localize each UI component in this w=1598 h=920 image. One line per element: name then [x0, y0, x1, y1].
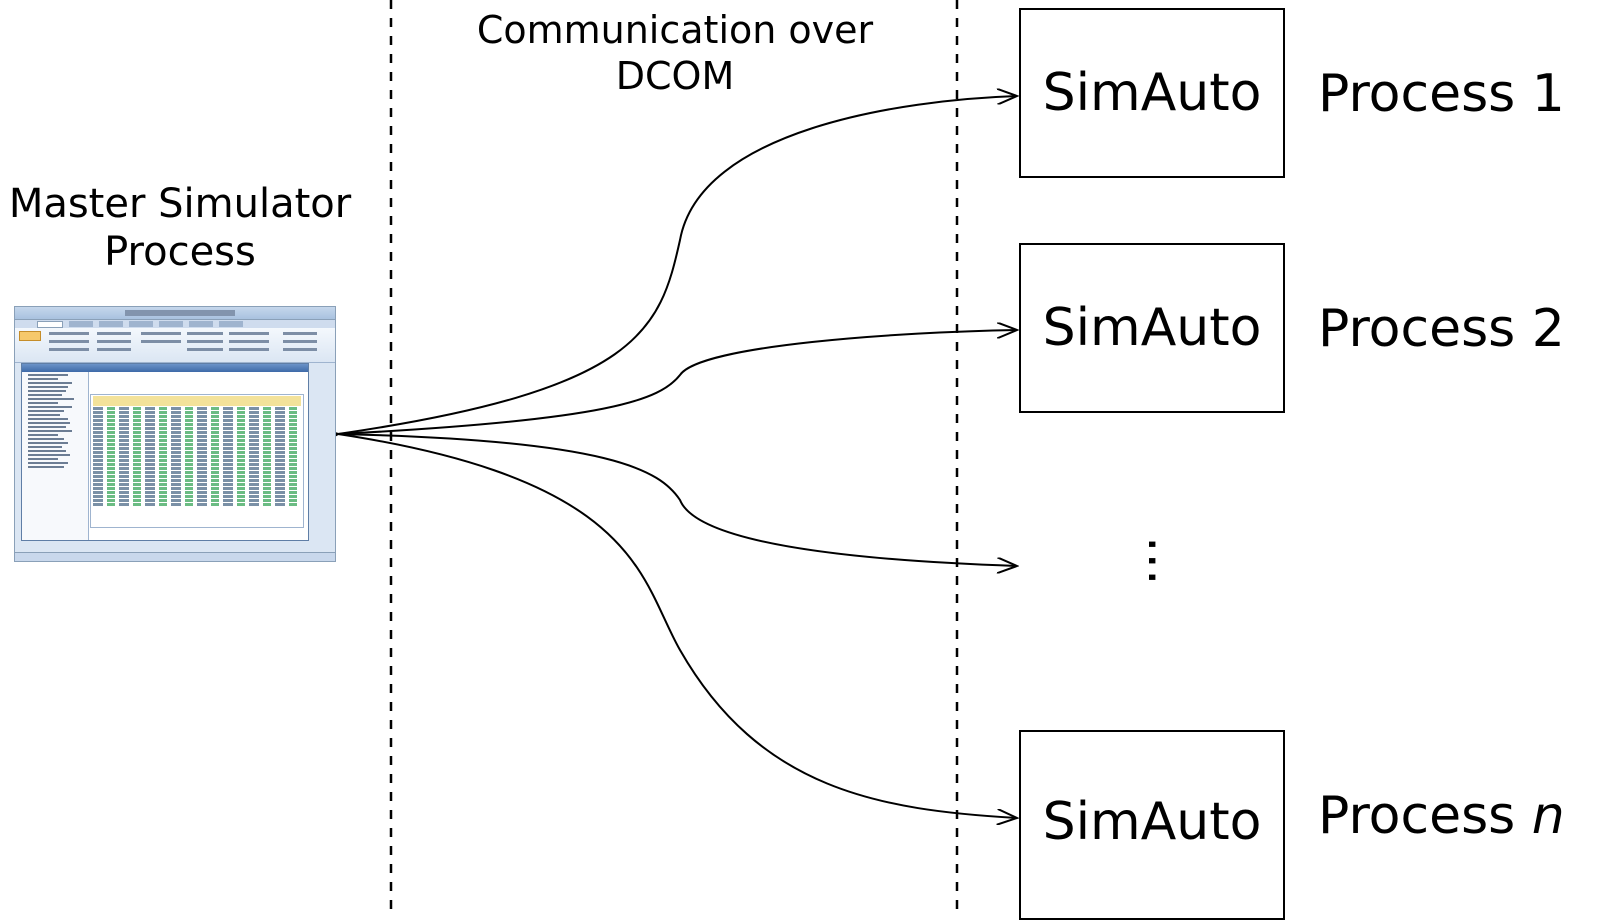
simauto-label-n: SimAuto	[1042, 792, 1262, 852]
app-model-explorer-window	[21, 363, 309, 541]
process-label-1-suffix: 1	[1531, 64, 1565, 124]
arrow-to-process-n	[337, 433, 1017, 818]
process-label-n-suffix: n	[1531, 786, 1565, 846]
master-label-line-2: Process	[104, 229, 256, 275]
process-label-n: Process n	[1318, 786, 1565, 846]
master-simulator-label: Master Simulator Process	[0, 180, 360, 276]
process-label-2-suffix: 2	[1531, 299, 1565, 359]
app-data-grid	[90, 394, 304, 528]
simauto-label-1: SimAuto	[1042, 63, 1262, 123]
process-label-1: Process 1	[1318, 64, 1565, 124]
app-explorer-tree	[22, 372, 89, 540]
app-title-bar	[15, 307, 335, 320]
simauto-label-2: SimAuto	[1042, 298, 1262, 358]
simauto-box-n: SimAuto	[1019, 730, 1285, 920]
communication-label-line-1: Communication over	[476, 8, 874, 52]
arrow-to-ellipsis	[337, 433, 1017, 566]
simauto-box-2: SimAuto	[1019, 243, 1285, 413]
simauto-box-1: SimAuto	[1019, 8, 1285, 178]
app-ribbon	[15, 328, 335, 363]
master-label-line-1: Master Simulator	[8, 181, 352, 227]
process-label-1-prefix: Process	[1318, 64, 1532, 124]
more-processes-ellipsis: ...	[1136, 536, 1196, 586]
simulator-app-screenshot	[14, 306, 336, 562]
app-ribbon-tabs	[15, 320, 335, 328]
communication-label: Communication over DCOM	[440, 8, 910, 99]
arrow-to-process-1	[338, 96, 1017, 434]
arrow-to-process-2	[338, 330, 1017, 434]
process-label-2: Process 2	[1318, 299, 1565, 359]
process-label-2-prefix: Process	[1318, 299, 1532, 359]
app-status-bar	[15, 552, 335, 561]
process-label-n-prefix: Process	[1318, 786, 1532, 846]
communication-label-line-2: DCOM	[615, 53, 735, 98]
